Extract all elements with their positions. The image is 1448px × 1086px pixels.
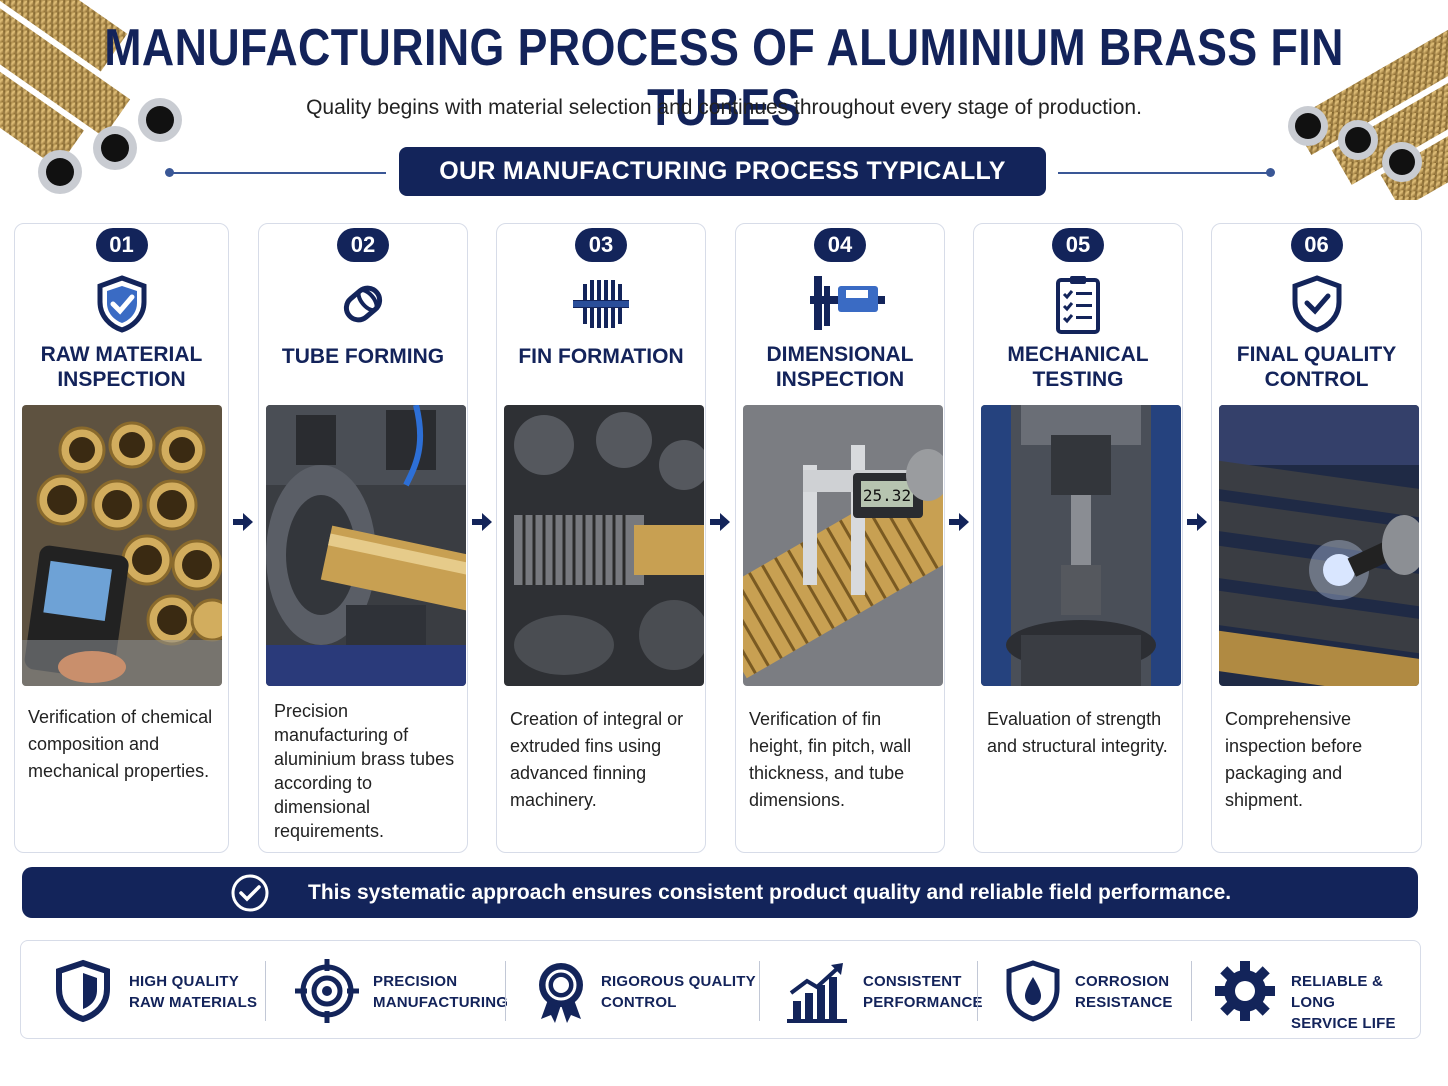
step-title-text: DIMENSIONAL INSPECTION xyxy=(766,343,914,391)
step-title: DIMENSIONAL INSPECTION xyxy=(736,342,944,392)
divider xyxy=(759,961,760,1021)
summary-banner: This systematic approach ensures consist… xyxy=(22,867,1418,918)
step-title: FINAL QUALITY CONTROL xyxy=(1212,342,1421,392)
bar-chart-growth-icon xyxy=(787,963,847,1023)
step-number-badge: 04 xyxy=(814,228,866,262)
feature-item: RIGOROUS QUALITY CONTROL xyxy=(529,941,759,1040)
decor-dot-right xyxy=(1266,168,1275,177)
shield-drop-icon xyxy=(1006,960,1060,1022)
caliper-icon xyxy=(810,276,885,330)
step-description: Verification of chemical composition and… xyxy=(28,707,213,781)
step-card-04: 04 DIMENSIONAL INSPECTION 25.32 Verifica… xyxy=(735,223,945,853)
check-circle-icon xyxy=(231,874,269,912)
decorative-brass-tubes-right xyxy=(1288,10,1448,200)
feature-label: PRECISION MANUFACTURING xyxy=(373,973,509,1011)
step-number-badge: 06 xyxy=(1290,228,1343,262)
step-description: Comprehensive inspection before packagin… xyxy=(1225,709,1363,810)
gear-icon xyxy=(1215,961,1275,1021)
step-card-03: 03 FIN FORMATION Creation of integral or… xyxy=(496,223,706,853)
target-icon xyxy=(295,959,359,1023)
divider xyxy=(1191,961,1192,1021)
divider xyxy=(505,961,506,1021)
shield-check-icon xyxy=(1292,275,1341,333)
process-banner: OUR MANUFACTURING PROCESS TYPICALLY INCL… xyxy=(399,147,1046,234)
clipboard-checklist-icon xyxy=(1056,276,1100,334)
step-number-badge: 01 xyxy=(95,228,148,262)
photo-finning-machinery xyxy=(504,405,704,686)
step-number-badge: 03 xyxy=(575,228,627,262)
step-title-text: FINAL QUALITY CONTROL xyxy=(1236,343,1397,391)
feature-label: CORROSION RESISTANCE xyxy=(1075,973,1173,1011)
step-card-02: 02 TUBE FORMING Precision manufacturing … xyxy=(258,223,468,853)
tube-icon xyxy=(343,285,383,323)
step-title-text: RAW MATERIAL INSPECTION xyxy=(40,343,203,391)
step-card-01: 01 RAW MATERIAL INSPECTION Verification … xyxy=(14,223,229,853)
step-card-06: 06 FINAL QUALITY CONTROL Comprehensive i… xyxy=(1211,223,1422,853)
step-title: MECHANICAL TESTING xyxy=(974,342,1182,392)
step-description: Verification of fin height, fin pitch, w… xyxy=(749,709,912,810)
photo-testing-machine xyxy=(981,405,1181,686)
feature-label: RELIABLE & LONG SERVICE LIFE xyxy=(1291,973,1396,1032)
divider xyxy=(265,961,266,1021)
summary-text: This systematic approach ensures consist… xyxy=(308,881,1232,904)
decor-line-right xyxy=(1058,172,1272,174)
photo-finned-tubes-flashlight xyxy=(1219,405,1419,686)
photo-tube-forming-machine xyxy=(266,405,466,686)
arrow-right-icon xyxy=(1187,513,1207,531)
step-card-05: 05 MECHANICAL TESTING Evaluation of stre… xyxy=(973,223,1183,853)
feature-item: CONSISTENT PERFORMANCE xyxy=(787,941,987,1040)
step-number-badge: 05 xyxy=(1052,228,1104,262)
features-strip: HIGH QUALITY RAW MATERIALS PRECISION MAN… xyxy=(20,940,1421,1039)
decorative-brass-tubes-left xyxy=(0,0,182,194)
step-title: TUBE FORMING xyxy=(281,345,445,368)
step-description: Creation of integral or extruded fins us… xyxy=(510,709,684,810)
step-number-badge: 02 xyxy=(337,228,389,262)
step-title: RAW MATERIAL INSPECTION xyxy=(15,342,228,392)
feature-label: HIGH QUALITY RAW MATERIALS xyxy=(129,973,258,1011)
arrow-right-icon xyxy=(472,513,492,531)
step-description: Evaluation of strength and structural in… xyxy=(987,709,1168,756)
feature-item: PRECISION MANUFACTURING xyxy=(295,941,515,1040)
arrow-right-icon xyxy=(233,513,253,531)
photo-brass-tubes-with-analyzer xyxy=(22,405,222,686)
arrow-right-icon xyxy=(710,513,730,531)
shield-check-icon xyxy=(97,275,146,333)
page-title: MANUFACTURING PROCESS OF ALUMINIUM BRASS… xyxy=(104,19,1344,137)
divider xyxy=(977,961,978,1021)
step-title: FIN FORMATION xyxy=(518,345,684,368)
award-ribbon-icon xyxy=(539,963,583,1023)
shield-icon xyxy=(56,959,110,1023)
arrow-right-icon xyxy=(949,513,969,531)
feature-item: CORROSION RESISTANCE xyxy=(1001,941,1201,1040)
page-subtitle: Quality begins with material selection a… xyxy=(306,96,1142,119)
decor-line-left xyxy=(168,172,386,174)
step-description: Precision manufacturing of aluminium bra… xyxy=(274,701,455,841)
photo-caliper-on-fin-tube: 25.32 xyxy=(743,405,943,686)
feature-item: RELIABLE & LONG SERVICE LIFE xyxy=(1213,941,1413,1040)
feature-label: RIGOROUS QUALITY CONTROL xyxy=(601,973,756,1011)
step-title-text: MECHANICAL TESTING xyxy=(1007,343,1149,391)
feature-label: CONSISTENT PERFORMANCE xyxy=(863,973,983,1011)
caliper-reading: 25.32 xyxy=(863,486,911,505)
feature-item: HIGH QUALITY RAW MATERIALS xyxy=(51,941,271,1040)
fins-icon xyxy=(573,280,629,328)
